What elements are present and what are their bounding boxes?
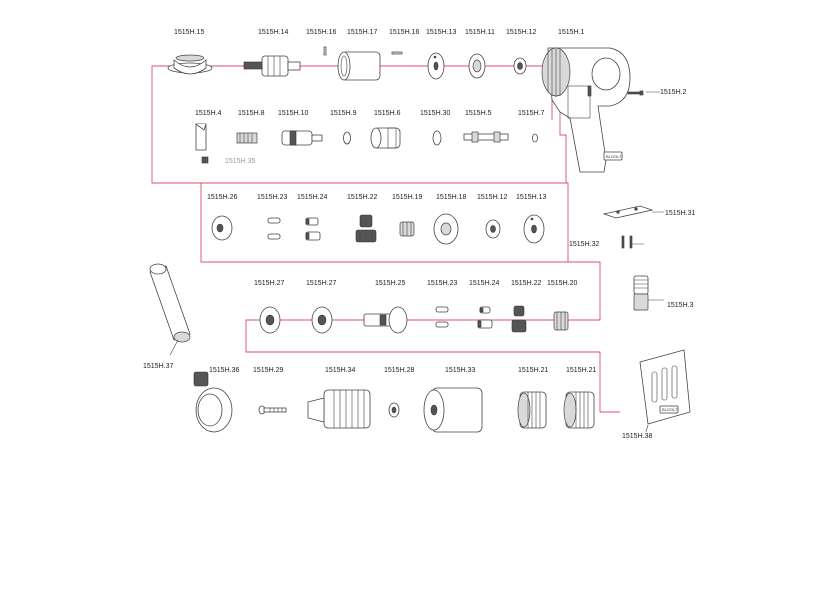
part-1515h22-drawing-a[interactable] [355,214,377,243]
part-1515h23-pins-a[interactable] [267,217,281,240]
part-1515h24-drawing-b[interactable] [477,306,493,329]
part-1515h23-pins-b[interactable] [435,306,449,328]
part-label-1515h-13: 1515H.13 [516,194,546,201]
part-label-1515h-31: 1515H.31 [665,210,695,217]
part-label-1515h-19: 1515H.19 [392,194,422,201]
part-1515h25-drawing[interactable] [363,306,408,334]
part-1515h8-spring[interactable] [236,132,258,144]
part-1515h16-pin-a[interactable] [323,46,327,56]
part-label-1515h-24: 1515H.24 [297,194,327,201]
part-1515h21-drawing-a[interactable] [517,391,547,429]
part-1515h16-pin-b[interactable] [391,51,403,55]
part-1515h3-inlet[interactable] [633,275,649,311]
part-1515h13-disc-a[interactable] [427,52,445,80]
part-label-1515h-26: 1515H.26 [207,194,237,201]
part-1515h6-drawing[interactable] [370,127,401,149]
part-label-group: 1515H.15 1515H.14 1515H.16 1515H.17 1515H.16… [143,29,695,440]
part-label-1515h-25: 1515H.25 [375,280,405,287]
part-1515h24-drawing-a[interactable] [305,217,321,241]
part-label-1515h-17: 1515H.17 [347,29,377,36]
part-label-1515h-35: 1515H.35 [225,158,255,165]
part-1515h29-bolt[interactable] [258,405,287,415]
part-1515h38-grip[interactable]: BLOOLT [639,349,691,425]
part-1515h18-drawing[interactable] [433,213,459,245]
part-label-1515h-34: 1515H.34 [325,367,355,374]
assembly-path-line [151,65,620,413]
part-1515h7-washer[interactable] [532,133,538,143]
part-label-1515h-22: 1515H.22 [511,280,541,287]
part-label-1515h-33: 1515H.33 [445,367,475,374]
part-label-1515h-24: 1515H.24 [469,280,499,287]
part-label-1515h-18: 1515H.18 [436,194,466,201]
part-1515h1-housing[interactable]: BLOOLT [541,47,631,173]
part-label-1515h-12: 1515H.12 [506,29,536,36]
part-label-1515h-1: 1515H.1 [558,29,585,36]
part-1515h34-chuck[interactable] [307,389,371,429]
part-label-1515h-30: 1515H.30 [420,110,450,117]
part-1515h20-drawing[interactable] [553,311,569,331]
housing-brand-mark: BLOOLT [606,154,622,159]
part-1515h37-tube[interactable] [149,263,191,343]
part-1515h21-drawing-b[interactable] [563,391,595,429]
part-1515h15-drawing[interactable] [167,54,213,75]
part-label-1515h-22: 1515H.22 [347,194,377,201]
part-label-1515h-28: 1515H.28 [384,367,414,374]
part-1515h17-drawing[interactable] [337,51,381,81]
part-label-1515h-32: 1515H.32 [569,241,599,248]
part-1515h36-clamp[interactable] [193,371,233,433]
part-1515h31-plate[interactable] [602,205,654,219]
grip-brand-mark: BLOOLT [662,407,678,412]
part-1515h30-washer[interactable] [432,130,442,146]
part-1515h27-drawing-b[interactable] [311,306,333,334]
part-label-1515h-36: 1515H.36 [209,367,239,374]
part-label-1515h-3: 1515H.3 [667,302,694,309]
part-label-1515h-7: 1515H.7 [518,110,545,117]
part-label-1515h-2: 1515H.2 [660,89,687,96]
part-label-1515h-20: 1515H.20 [547,280,577,287]
part-label-1515h-27: 1515H.27 [306,280,336,287]
part-label-1515h-21: 1515H.21 [566,367,596,374]
part-label-1515h-13: 1515H.13 [426,29,456,36]
part-1515h12-bearing-b[interactable] [485,219,501,239]
part-label-1515h-27: 1515H.27 [254,280,284,287]
part-1515h14-drawing[interactable] [243,55,301,77]
part-1515h12-bearing-a[interactable] [513,57,527,75]
part-label-1515h-5: 1515H.5 [465,110,492,117]
part-label-1515h-15: 1515H.15 [174,29,204,36]
part-1515h4-drawing[interactable] [195,123,207,151]
part-label-1515h-4: 1515H.4 [195,110,222,117]
part-label-1515h-21: 1515H.21 [518,367,548,374]
part-1515h10-drawing[interactable] [281,130,323,146]
part-label-1515h-9: 1515H.9 [330,110,357,117]
part-1515h9-washer[interactable] [343,131,351,145]
part-1515h22-drawing-b[interactable] [511,305,527,333]
part-1515h11-drawing[interactable] [468,53,486,79]
part-label-1515h-38: 1515H.38 [622,433,652,440]
part-1515h5-rod[interactable] [463,131,509,143]
part-label-1515h-29: 1515H.29 [253,367,283,374]
part-1515h32-screws[interactable] [621,235,633,249]
part-label-1515h-8: 1515H.8 [238,110,265,117]
part-1515h13-disc-b[interactable] [523,214,545,244]
part-label-1515h-12: 1515H.12 [477,194,507,201]
part-label-1515h-16: 1515H.16 [389,29,419,36]
part-label-1515h-23: 1515H.23 [427,280,457,287]
part-label-1515h-23: 1515H.23 [257,194,287,201]
part-1515h35-drawing[interactable] [201,156,209,164]
part-1515h26-drawing[interactable] [211,215,233,241]
part-label-1515h-37: 1515H.37 [143,363,173,370]
part-label-1515h-14: 1515H.14 [258,29,288,36]
part-1515h27-drawing-a[interactable] [259,306,281,334]
part-1515h33-sleeve[interactable] [423,387,483,433]
part-label-1515h-16: 1515H.16 [306,29,336,36]
part-label-1515h-11: 1515H.11 [465,29,495,36]
part-1515h2-screw[interactable] [627,90,644,96]
part-label-1515h-6: 1515H.6 [374,110,401,117]
part-1515h19-drawing[interactable] [399,221,415,237]
part-1515h28-washer[interactable] [388,402,400,418]
part-label-1515h-10: 1515H.10 [278,110,308,117]
